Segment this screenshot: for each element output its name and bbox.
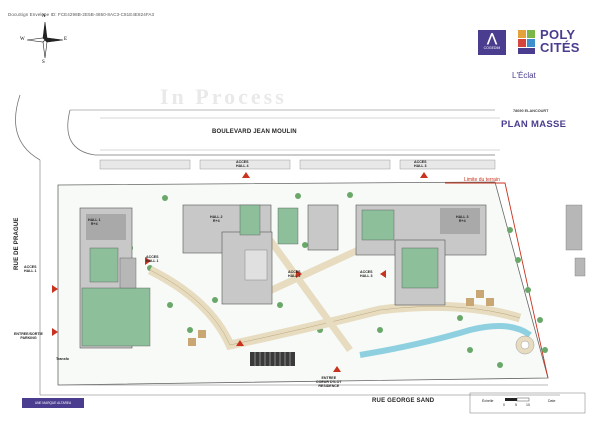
cogedim-label: COGEDIM (483, 46, 501, 50)
street-rue-de-prague: RUE DE PRAGUE (14, 217, 20, 270)
cogedim-logo: ⋀ COGEDIM (478, 30, 506, 55)
label-acces-hall-1-left: ACCES HALL 1 (24, 265, 37, 274)
cogedim-mark-icon: ⋀ (487, 31, 497, 45)
round-plaza-center (520, 340, 530, 350)
neighbor-building (565, 204, 583, 251)
label-hall-3: HALL 3 R+4 (456, 215, 469, 224)
scale-bar (505, 397, 530, 402)
label-entree-parking: ENTREE/SORTIE PARKING (14, 332, 43, 341)
polycites-line-1: POLY (540, 27, 576, 42)
polycites-mark-icon (518, 30, 536, 55)
neighbor-building (574, 257, 586, 277)
street-parking-strip (99, 159, 496, 170)
polycites-logo-text: POLY CITÉS (540, 28, 580, 54)
wood-decks (188, 290, 494, 346)
label-acces-hall-1-mid: ACCES HALL 1 (146, 255, 159, 264)
water-feature (359, 323, 532, 358)
scale-mark-0: 0 (503, 403, 505, 407)
label-hall-2: HALL 2 R+4 (210, 215, 223, 224)
polycites-line-2: CITÉS (540, 40, 580, 55)
street-boulevard-jean-moulin: BOULEVARD JEAN MOULIN (212, 129, 297, 135)
altarea-badge: UNE MARQUE ALTAREA (22, 398, 84, 408)
plan-title: PLAN MASSE (501, 119, 567, 130)
road-curb-line (15, 94, 41, 161)
access-arrows (52, 172, 428, 372)
label-transfo: Transfo (56, 357, 69, 361)
entrance-gate-stripes (254, 352, 291, 366)
scale-mark-10: 10 (526, 403, 530, 407)
compass-n-label: N (42, 14, 46, 19)
entrance-gate (250, 352, 295, 366)
compass-rose (26, 21, 64, 59)
project-city: 78690 ELANCOURT (513, 109, 549, 113)
scale-echelle-label: Échelle (482, 399, 494, 403)
label-hall-1: HALL 1 R+4 (88, 218, 101, 227)
docusign-envelope-id: DocuSign Envelope ID: FCE4298B-2E5B-4850… (8, 12, 155, 17)
garden-path-edge (149, 269, 521, 346)
label-limite-terrain: Limite du terrain (464, 177, 500, 183)
in-process-watermark: In Process (160, 84, 287, 109)
label-entree-coeur-ilot: ENTREE COEUR D'ILOT RESIDENCE (316, 376, 342, 389)
service-building (307, 204, 339, 251)
label-acces-hall-3-top: ACCES HALL 3 (414, 160, 427, 169)
building-hall-3 (355, 204, 487, 306)
diagonal-path (267, 237, 353, 353)
building-hall-2 (182, 204, 299, 305)
building-hall-1 (79, 207, 151, 349)
site-limit-line (445, 182, 549, 379)
label-acces-hall-4: ACCES HALL 4 (236, 160, 249, 169)
road-curb-line (67, 109, 96, 156)
date-label: Date (548, 399, 556, 403)
compass-w-label: W (20, 37, 25, 42)
title-block-frame (469, 392, 586, 414)
trees (127, 192, 548, 368)
label-acces-hall-3: ACCES HALL 3 (360, 270, 373, 279)
project-name: L'Éclat (512, 71, 536, 80)
scale-mark-5: 5 (515, 403, 517, 407)
label-acces-hall-2: ACCES HALL 2 (288, 270, 301, 279)
compass-s-label: S (42, 60, 45, 65)
compass-e-label: E (64, 37, 68, 42)
street-rue-george-sand: RUE GEORGE SAND (372, 398, 435, 404)
